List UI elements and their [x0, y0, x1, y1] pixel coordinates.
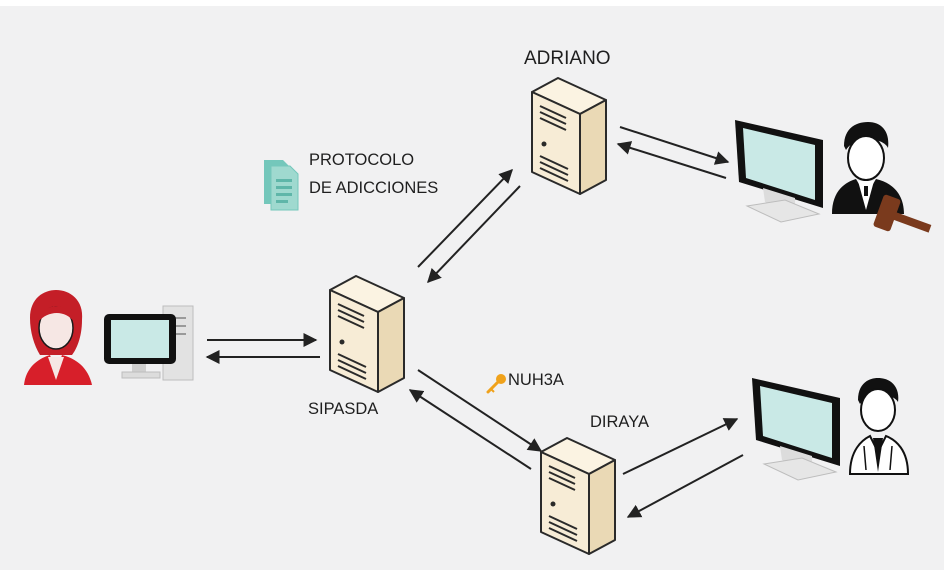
- protocol-label-line1: PROTOCOLO: [309, 151, 415, 169]
- woman-user-icon: [24, 290, 92, 385]
- gavel-icon: [873, 194, 932, 233]
- judge-monitor-icon: [734, 119, 824, 223]
- arrow-judge-to-adriano: [616, 141, 727, 179]
- arrow-adriano-to-judge: [619, 126, 730, 165]
- judge-icon: [832, 122, 904, 214]
- doctor-icon: [848, 378, 910, 475]
- arrow-sipasda-to-adriano: [417, 168, 513, 268]
- server-adriano: [531, 77, 607, 195]
- arrow-doctor-to-diraya: [626, 454, 744, 518]
- node-label-diraya: DIRAYA: [590, 413, 649, 431]
- protocol-label-line2: DE ADICCIONES: [309, 179, 439, 197]
- user-computer-icon: [104, 305, 194, 381]
- key-icon: [486, 374, 506, 394]
- doctor-monitor-icon: [751, 377, 841, 481]
- node-label-adriano: ADRIANO: [524, 48, 611, 69]
- arrow-diraya-to-sipasda: [408, 389, 532, 470]
- arrow-adriano-to-sipasda: [427, 185, 521, 284]
- arrow-diraya-to-doctor: [622, 418, 739, 475]
- arrow-sipasda-to-diraya: [417, 369, 543, 452]
- key-label: NUH3A: [508, 371, 564, 389]
- server-diraya: [540, 437, 616, 555]
- diagram-background: [0, 6, 944, 570]
- server-sipasda: [329, 275, 405, 393]
- document-icon: [264, 160, 299, 211]
- node-label-sipasda: SIPASDA: [308, 400, 379, 418]
